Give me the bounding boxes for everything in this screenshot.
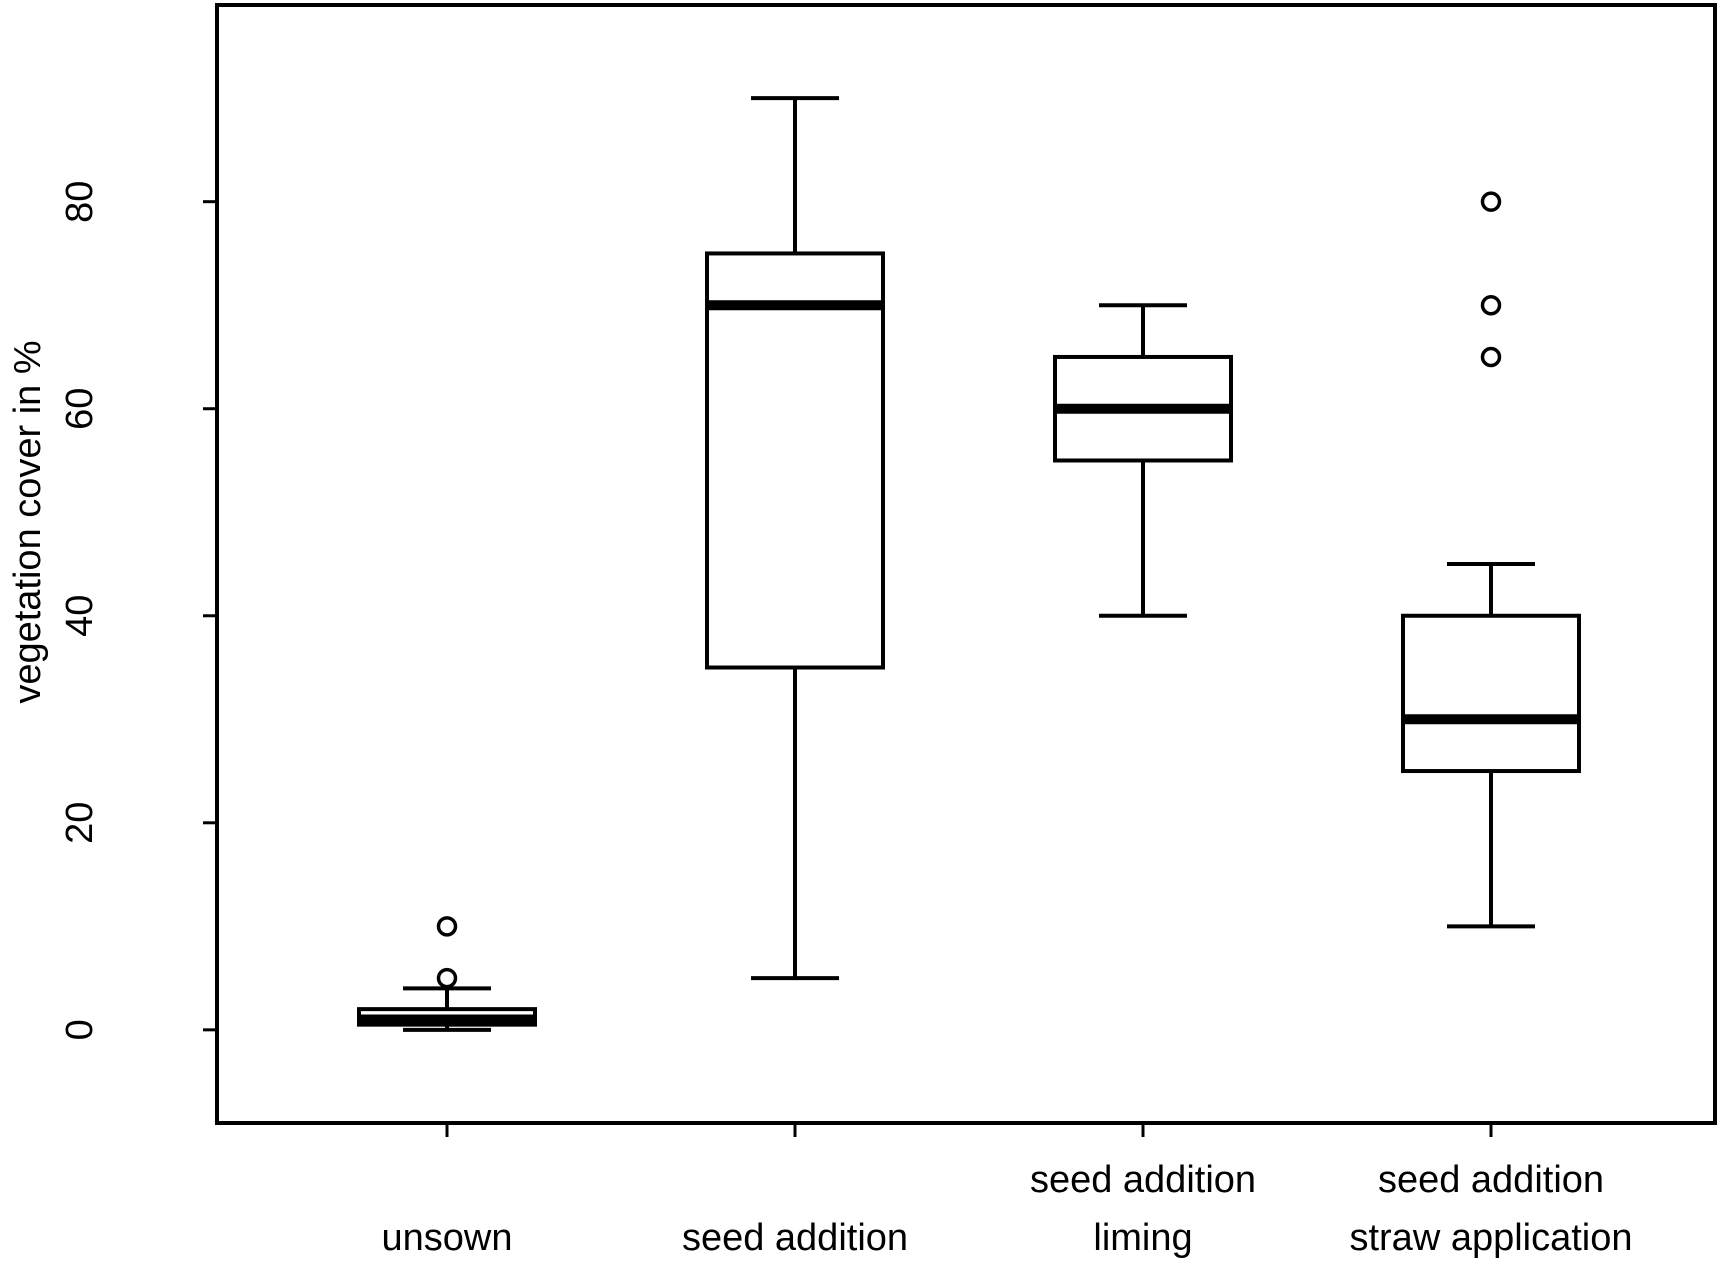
boxplot-group-0 (357, 916, 537, 1137)
x-axis-category-label-line2: straw application (1349, 1217, 1632, 1259)
y-axis-tick-label: 60 (59, 388, 101, 430)
y-axis-tick-label: 20 (59, 802, 101, 844)
x-axis-category-label: unsown (382, 1217, 513, 1259)
outlier-point (1480, 294, 1502, 316)
boxplot-group-2 (1053, 303, 1233, 1137)
iqr-box (1401, 613, 1581, 774)
outlier-point (1480, 191, 1502, 212)
outlier-point (436, 916, 458, 937)
x-axis-category-label-line1: seed addition (1378, 1159, 1604, 1201)
outlier-point (436, 967, 458, 989)
x-axis-category-label-line1: seed addition (1030, 1159, 1256, 1201)
outlier-point (1480, 346, 1502, 368)
y-axis-title: vegetation cover in % (7, 340, 49, 703)
boxplot-group-3 (1401, 191, 1581, 1137)
y-axis-tick-label: 40 (59, 595, 101, 637)
y-axis-tick-label: 0 (59, 1019, 101, 1040)
plot-border (215, 3, 1717, 1125)
x-axis-category-label: seed addition (682, 1217, 908, 1259)
boxplot-group-1 (705, 96, 885, 1137)
iqr-box (705, 251, 885, 670)
y-axis-tick-label: 80 (59, 181, 101, 223)
x-axis-category-label-line2: liming (1093, 1217, 1192, 1259)
